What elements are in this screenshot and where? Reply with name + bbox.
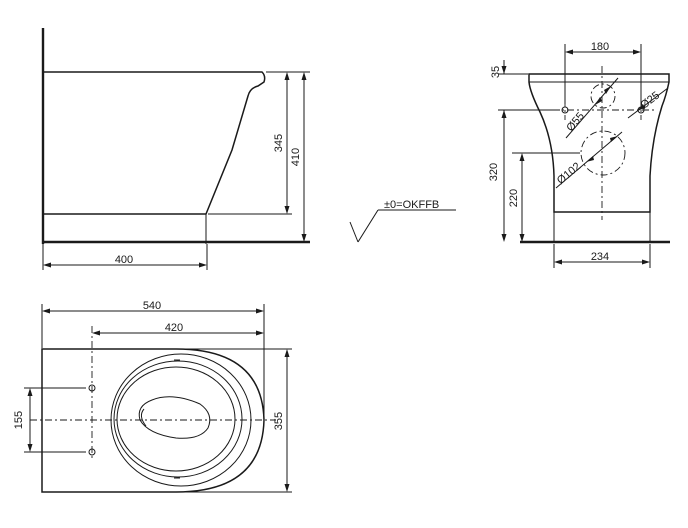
bowl-opening — [138, 396, 211, 439]
dim-420-label: 420 — [165, 322, 183, 334]
seat-rim-inner — [113, 360, 243, 478]
bowl-inner-line — [140, 408, 147, 427]
dim-400-arrow-left — [43, 262, 51, 268]
floor-ref-leader-b — [357, 209, 379, 243]
dim-320-label: 320 — [488, 163, 500, 181]
dim-410-arrow-bottom — [301, 234, 307, 242]
dim-220-arrow-top — [519, 153, 525, 161]
floor-ref-leader-a — [349, 221, 359, 243]
bowl-rim — [116, 366, 236, 472]
dim-35-arrow-top — [501, 66, 507, 74]
dim-355-arrow-top — [284, 349, 290, 357]
dim-220-arrow-bottom — [519, 234, 525, 242]
dim-55-arrow-a — [595, 97, 602, 105]
side-view: 400 345 410 — [41, 28, 310, 270]
dim-155-label: 155 — [13, 411, 25, 429]
dim-180-label: 180 — [591, 41, 609, 53]
hole-55 — [590, 83, 616, 109]
outlet-102 — [580, 130, 626, 176]
dim-25-label: Ø25 — [638, 90, 662, 112]
dim-55-arrow-b — [604, 86, 611, 94]
dim-410-arrow-top — [301, 72, 307, 80]
dim-410-label: 410 — [290, 148, 302, 166]
toilet-top-outline — [41, 348, 265, 493]
dim-55-label: Ø55 — [564, 110, 587, 134]
dim-420-arrow-right — [256, 330, 264, 336]
floor-ref-label: ±0=OKFFB — [384, 199, 439, 211]
dim-102-arrow-a — [586, 156, 594, 162]
dim-320-arrow-bottom — [501, 234, 507, 242]
dim-345-arrow-bottom — [284, 206, 290, 214]
dim-102-arrow-b — [610, 136, 618, 142]
dim-345-label: 345 — [273, 134, 285, 152]
dim-540-arrow-right — [256, 308, 264, 314]
dim-220-label: 220 — [508, 189, 520, 207]
dim-355-label: 355 — [273, 412, 285, 430]
dim-355-arrow-bottom — [284, 484, 290, 492]
dim-540-label: 540 — [143, 300, 161, 312]
dim-234-arrow-right — [642, 259, 650, 265]
dim-35-label: 35 — [490, 66, 502, 78]
dim-400-arrow-right — [199, 262, 207, 268]
dim-400-label: 400 — [115, 254, 133, 266]
dim-345-arrow-top — [284, 72, 290, 80]
dim-25-arrow — [637, 104, 645, 111]
dim-155-arrow-bottom — [27, 444, 33, 452]
dim-180-arrow-right — [633, 49, 641, 55]
dim-25-leader — [627, 87, 669, 119]
dim-180-arrow-left — [565, 49, 573, 55]
dim-155-arrow-top — [27, 388, 33, 396]
dim-420-arrow-left — [92, 330, 100, 336]
top-view: 540 420 155 355 — [13, 300, 292, 493]
dim-35-arrow-bottom — [501, 110, 507, 118]
toilet-side-profile — [43, 71, 266, 215]
floor-reference: ±0=OKFFB — [349, 199, 456, 243]
dim-234-label: 234 — [591, 251, 609, 263]
dim-234-arrow-left — [554, 259, 562, 265]
dim-102-label: Ø102 — [555, 160, 583, 186]
dim-540-arrow-left — [42, 308, 50, 314]
front-view: 180 35 320 220 Ø25 Ø55 Ø102 — [488, 41, 670, 268]
